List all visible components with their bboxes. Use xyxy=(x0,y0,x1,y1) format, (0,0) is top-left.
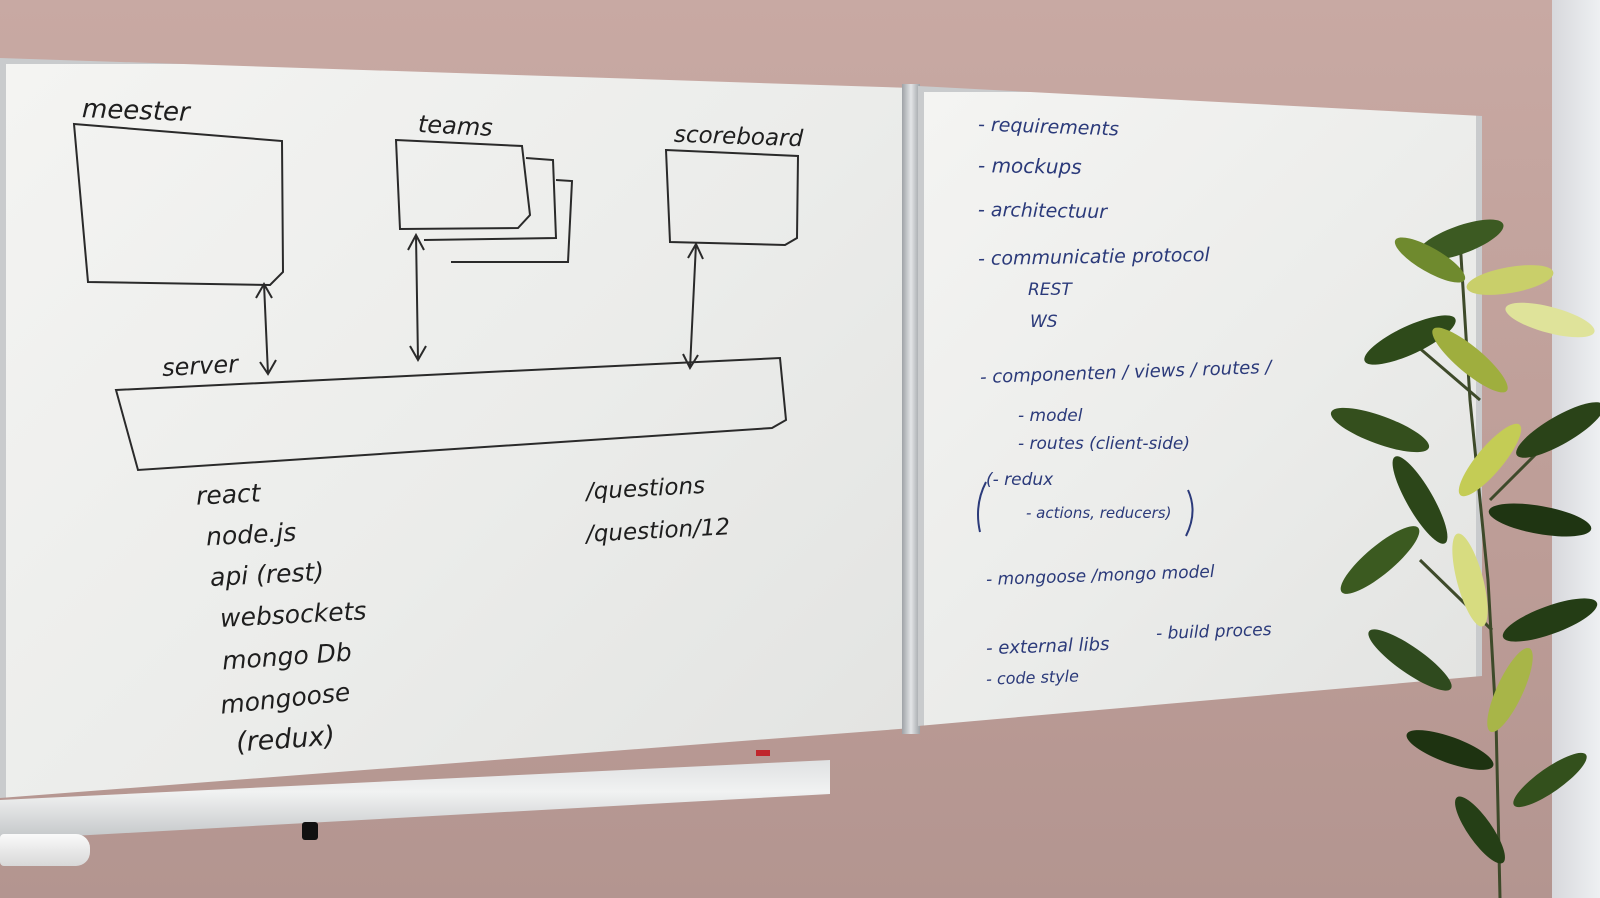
todo-communicatie-protocol: - communicatie protocol xyxy=(977,243,1211,271)
teams-box-stack-3 xyxy=(451,179,574,263)
todo-routes-client-side: - routes (client-side) xyxy=(1018,434,1191,454)
right-whiteboard xyxy=(918,86,1482,726)
wall-edge xyxy=(1552,0,1600,898)
todo-build-proces: - build proces xyxy=(1155,619,1272,645)
arrow-teams-server xyxy=(407,232,427,363)
black-marker xyxy=(302,822,318,840)
todo-actions-reducers: - actions, reducers) xyxy=(1026,504,1172,522)
meester-box xyxy=(72,122,285,287)
teams-box-stack-2 xyxy=(423,157,558,241)
plant-leaves xyxy=(1330,219,1600,864)
tech-item-react: react xyxy=(195,478,262,511)
todo-code-style: - code style xyxy=(985,666,1080,689)
teams-box xyxy=(394,138,532,231)
tech-item-api: api (rest) xyxy=(209,557,325,592)
todo-external-libs: - external libs xyxy=(985,633,1110,660)
server-label: server xyxy=(161,350,239,382)
todo-redux: (- redux xyxy=(986,470,1054,490)
redux-bracket-left xyxy=(977,481,987,533)
box-label-teams: teams xyxy=(417,110,494,142)
box-label-scoreboard: scoreboard xyxy=(673,121,804,153)
server-box xyxy=(114,356,788,472)
todo-ws: WS xyxy=(1030,312,1058,332)
todo-model: - model xyxy=(1018,406,1083,426)
todo-architectuur: - architectuur xyxy=(977,198,1108,224)
todo-rest: REST xyxy=(1028,280,1072,300)
scoreboard-box xyxy=(664,148,800,247)
potted-plant xyxy=(1330,219,1600,898)
box-label-meester: meester xyxy=(81,94,191,128)
todo-mockups: - mockups xyxy=(977,153,1082,179)
arrow-scoreboard-server xyxy=(682,241,704,371)
tray-brand-logo xyxy=(756,750,770,756)
arrow-meester-server xyxy=(255,281,277,376)
board-hinge xyxy=(902,84,920,734)
white-marker xyxy=(0,834,90,866)
redux-bracket-right xyxy=(1185,489,1194,537)
tech-item-nodejs: node.js xyxy=(205,517,298,552)
